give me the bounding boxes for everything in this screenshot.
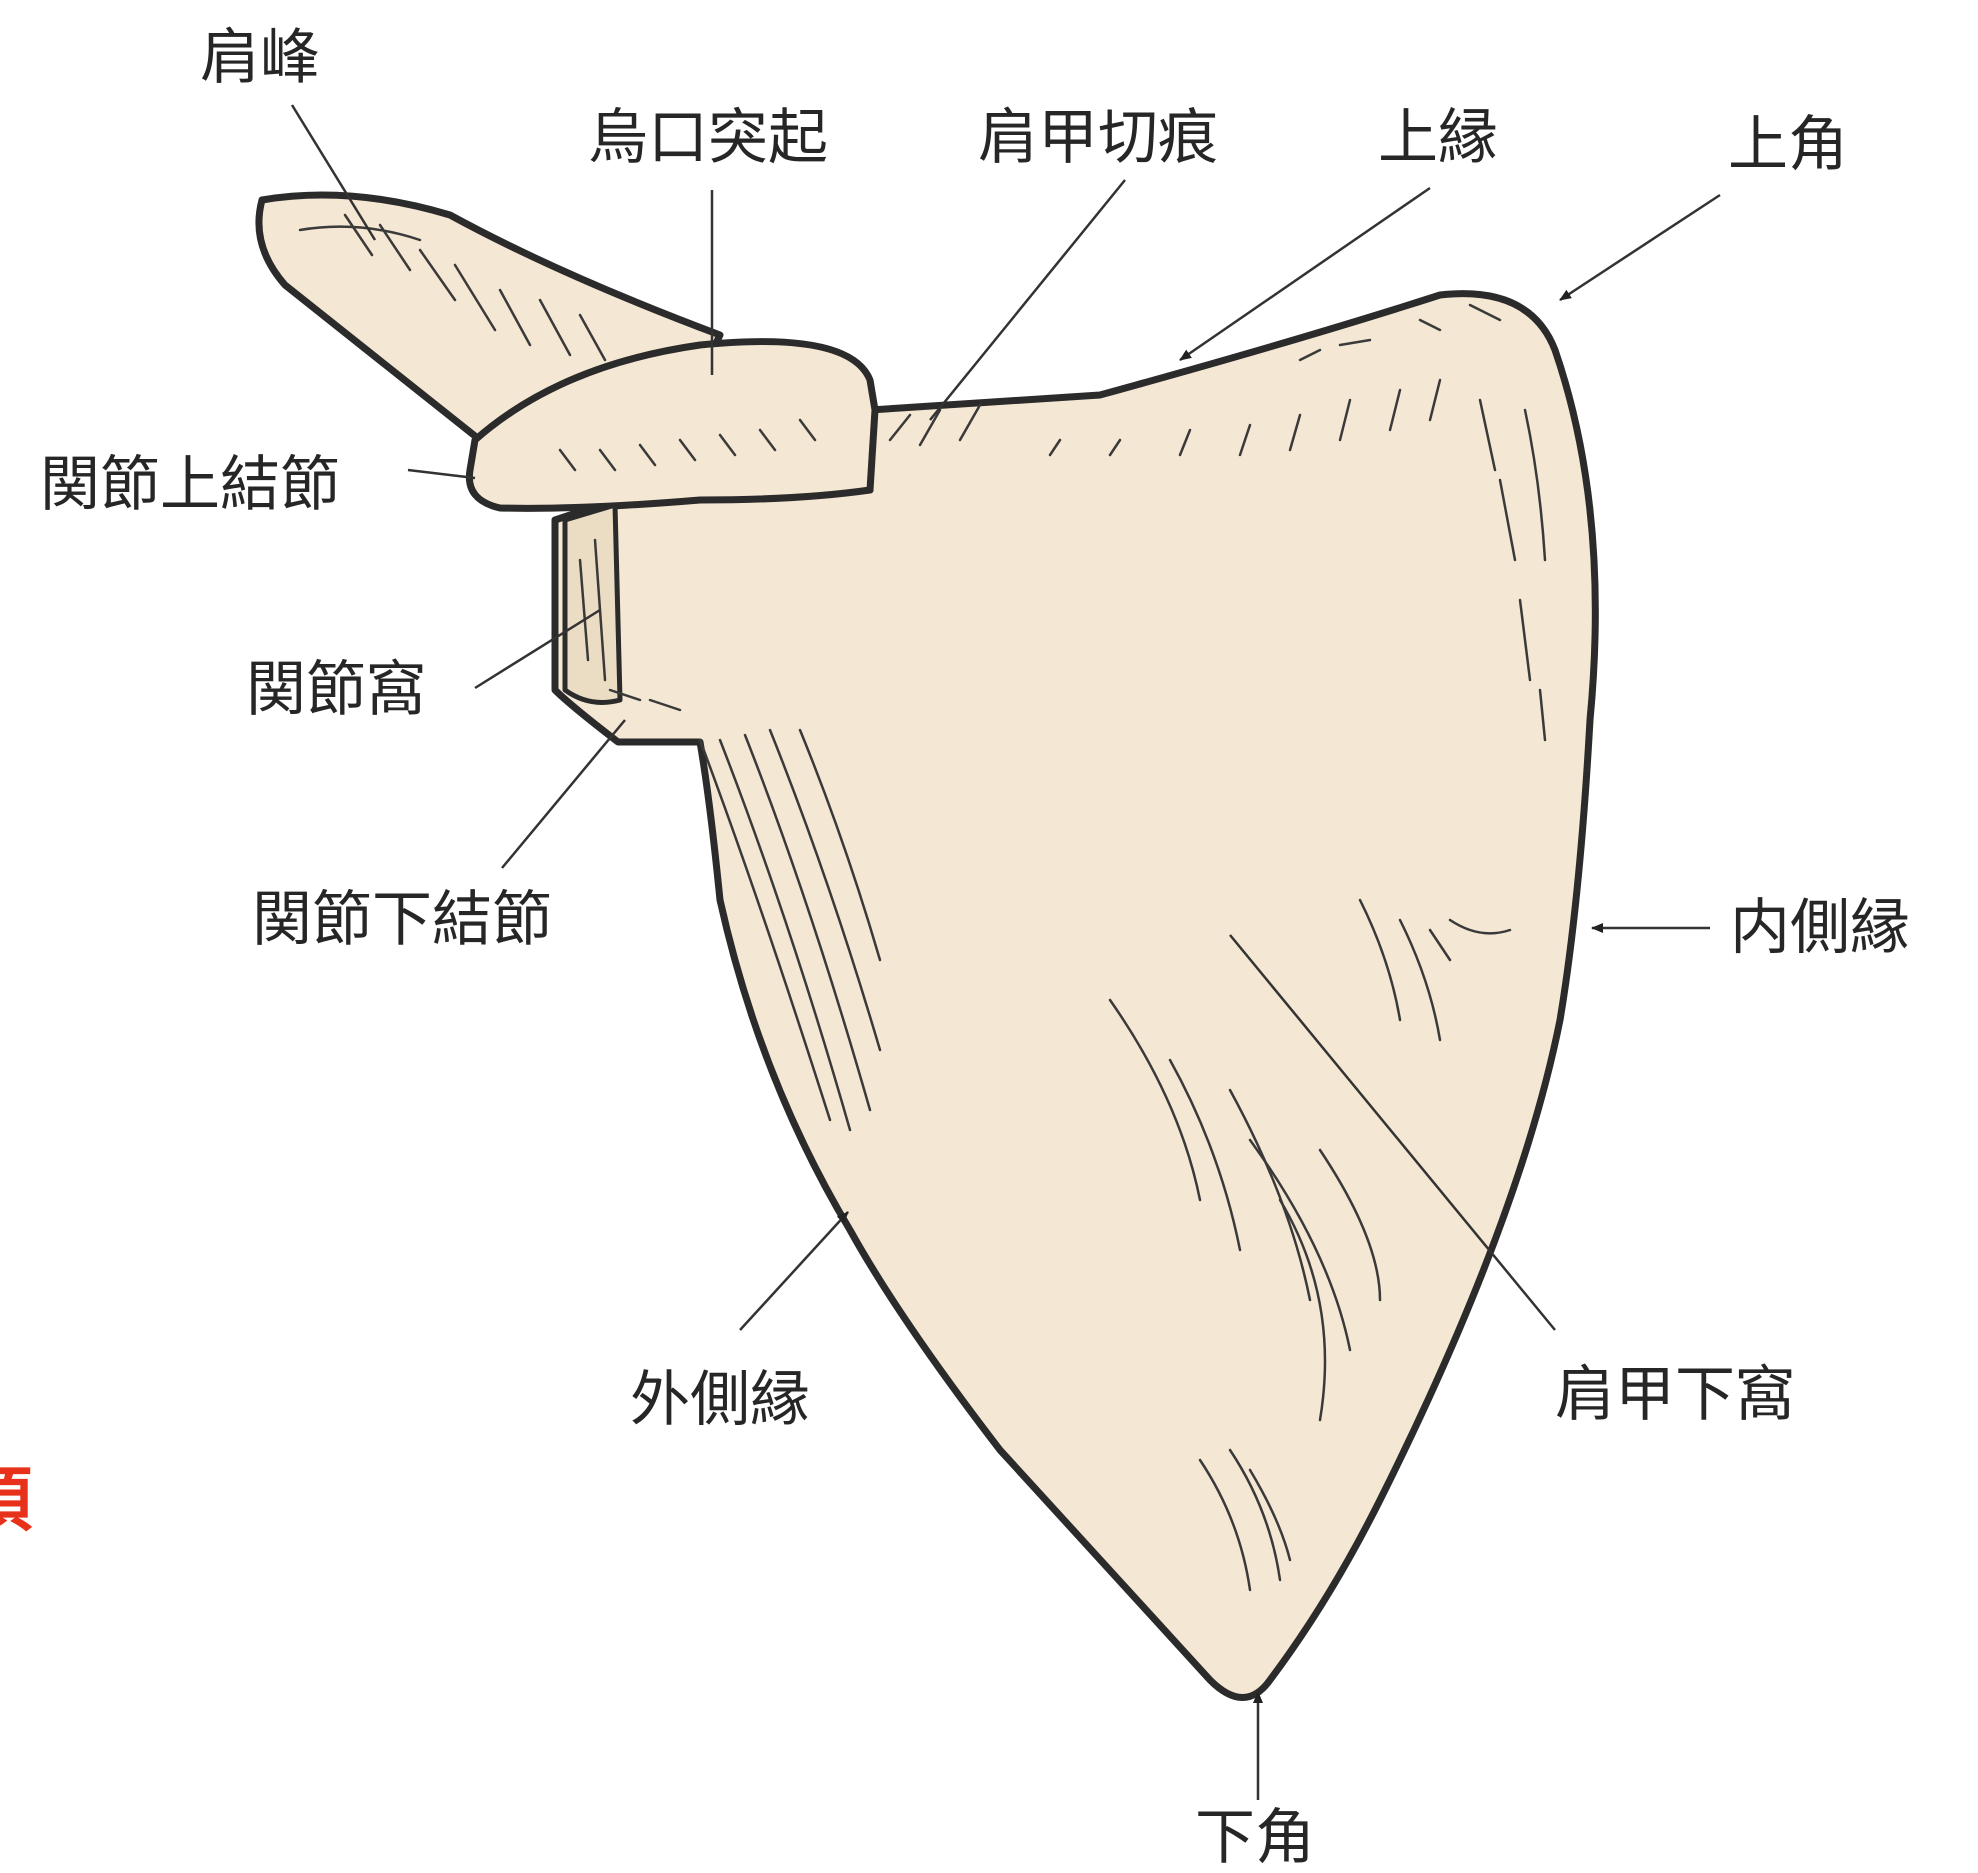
glenoid-cavity-shape [565,505,620,702]
label-inferior-angle: 下角 [1195,1808,1315,1868]
scapula-body [555,294,1595,1698]
label-scapular-notch: 肩甲切痕 [978,108,1218,168]
label-superior-angle: 上角 [1728,115,1848,175]
label-subscapular-fossa: 肩甲下窩 [1555,1365,1795,1425]
label-medial-border: 内側縁 [1730,898,1910,958]
label-infraglenoid-tubercle: 関節下結節 [252,890,552,950]
label-superior-border: 上縁 [1378,108,1498,168]
leader-infraglenoid-tubercle [502,720,625,868]
leader-scapular-notch [930,180,1125,420]
side-mark: 頂 [0,1465,36,1535]
label-lateral-border: 外側縁 [630,1370,810,1430]
label-glenoid-cavity: 関節窩 [246,660,426,720]
label-supraglenoid-tubercle: 関節上結節 [40,455,340,515]
leader-lateral-border [740,1212,848,1330]
leader-supraglenoid-tubercle [408,470,475,478]
leader-superior-angle [1560,195,1720,300]
label-coracoid-process: 烏口突起 [588,108,828,168]
label-acromion: 肩峰 [200,28,320,88]
